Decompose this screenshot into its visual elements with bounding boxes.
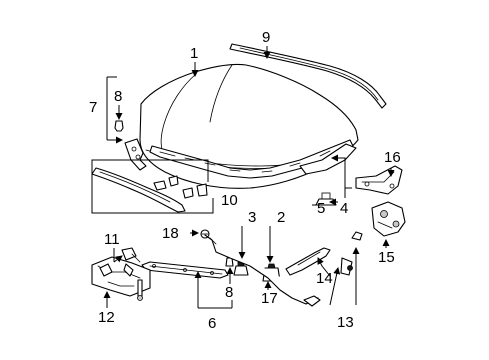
callout-15: 15 xyxy=(378,249,395,266)
callout-8-top: 8 xyxy=(114,88,122,105)
hood-latch-part xyxy=(371,201,406,237)
callout-11: 11 xyxy=(104,231,120,248)
callout-16: 16 xyxy=(384,149,401,166)
callout-10: 10 xyxy=(221,192,238,209)
callout-12: 12 xyxy=(98,309,115,326)
callout-17: 17 xyxy=(261,290,278,307)
front-garnish-part xyxy=(91,167,186,213)
hood-bracket-part xyxy=(124,138,147,171)
callout-18: 18 xyxy=(162,225,179,242)
garnish-clips-part xyxy=(153,175,208,199)
release-handle-part xyxy=(285,247,331,276)
actuator-part xyxy=(91,256,151,301)
callout-7: 7 xyxy=(89,99,97,116)
callout-8-bottom: 8 xyxy=(225,284,233,301)
callout-13: 13 xyxy=(337,314,354,331)
callout-14: 14 xyxy=(316,270,333,287)
callout-5: 5 xyxy=(317,200,325,217)
hood-hinge-part xyxy=(355,165,403,195)
callout-4: 4 xyxy=(340,200,348,217)
callout-6: 6 xyxy=(208,315,216,332)
latch-switch-part xyxy=(121,247,141,263)
callout-9: 9 xyxy=(262,29,270,46)
release-cable-part xyxy=(204,234,321,307)
callout-1: 1 xyxy=(190,45,198,62)
callout-3: 3 xyxy=(248,209,256,226)
callout-2: 2 xyxy=(277,209,285,226)
cable-clip-part xyxy=(340,231,363,276)
hood-panel-part xyxy=(139,63,359,189)
bracket-clip-part xyxy=(114,120,124,132)
hood-rail-part xyxy=(141,261,229,279)
leader-lines xyxy=(91,46,395,309)
